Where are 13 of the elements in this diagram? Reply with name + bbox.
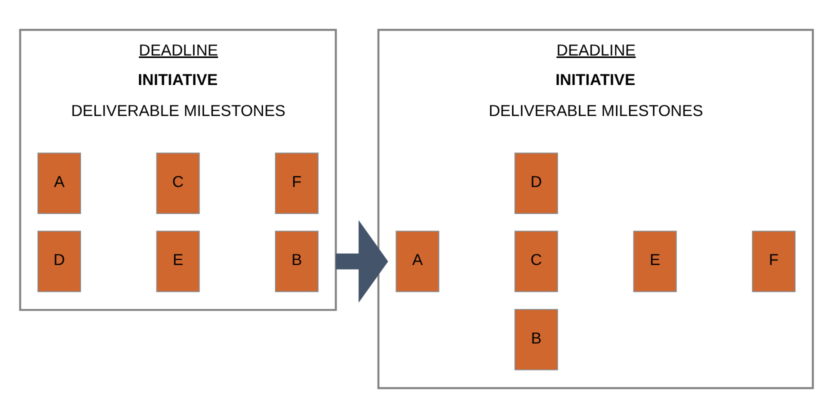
arrow: [336, 220, 388, 303]
node-box: C: [514, 230, 558, 292]
node-box: E: [156, 230, 200, 292]
node-box: A: [37, 152, 82, 214]
node-box: F: [274, 152, 319, 214]
node-box: D: [37, 230, 82, 292]
node-box: D: [514, 152, 558, 214]
node-box: A: [396, 230, 440, 292]
node-box: B: [274, 230, 319, 292]
node-box: F: [752, 230, 796, 292]
node-box: E: [633, 230, 677, 292]
node-box: B: [514, 308, 558, 370]
node-box: C: [156, 152, 200, 214]
